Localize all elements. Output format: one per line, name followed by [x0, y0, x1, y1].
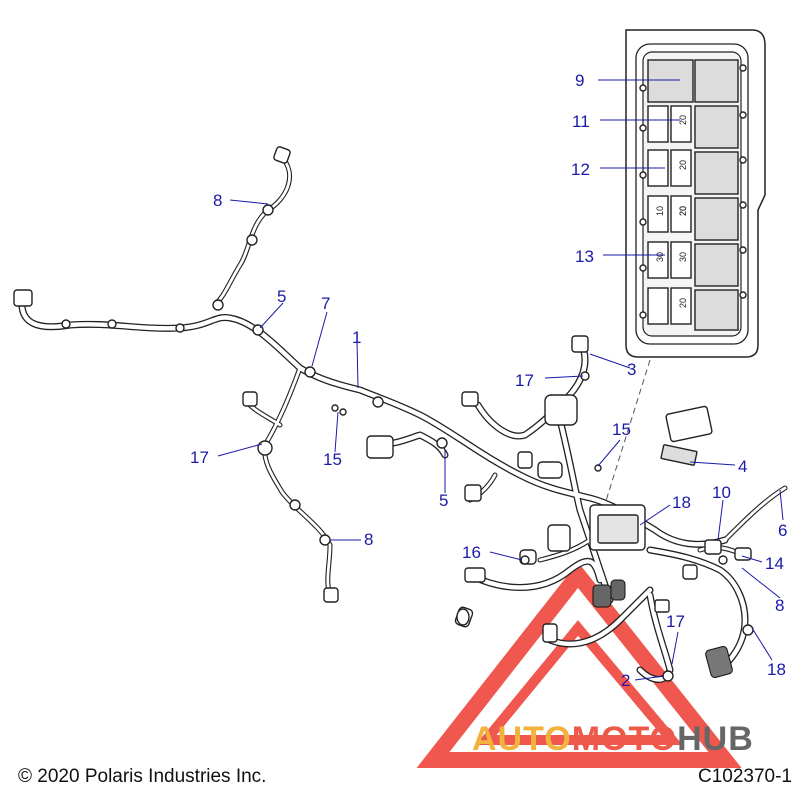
harness-connectors — [13, 146, 752, 678]
harness-wire-core — [213, 153, 291, 307]
callout-18-mid: 18 — [672, 493, 691, 512]
harness-wire — [212, 152, 293, 308]
watermark-hub: HUB — [677, 720, 754, 758]
callout-8-left: 8 — [364, 530, 373, 549]
harness-wire-core — [637, 592, 673, 682]
figure-id-text: C102370-1 — [697, 766, 792, 787]
svg-text:AUTOMOTOHUB: AUTOMOTOHUB — [472, 720, 754, 758]
fuse-amp-label: 20 — [678, 206, 688, 216]
callout-13: 13 — [575, 247, 594, 266]
fuse-box-cover — [665, 405, 713, 443]
watermark-logo: AUTOMOTOHUB — [472, 720, 754, 758]
harness-wires — [18, 152, 788, 683]
callout-9: 9 — [575, 71, 584, 90]
callout-8-right: 8 — [775, 596, 784, 615]
watermark-auto: AUTO — [472, 720, 572, 758]
callout-5-mid: 5 — [439, 491, 448, 510]
fuse-amp-label: 20 — [678, 115, 688, 125]
callout-7: 7 — [321, 294, 330, 313]
callout-leaders — [217, 79, 784, 681]
watermark-moto: MOTO — [572, 720, 677, 758]
harness-wire-core — [723, 486, 787, 542]
watermark-triangle-icon — [416, 562, 742, 768]
fuse-amp-label: 20 — [678, 160, 688, 170]
fuse-box-cells — [639, 59, 747, 331]
callout-17-top: 17 — [515, 371, 534, 390]
harness-wire-core — [467, 559, 603, 590]
callout-17-lower: 17 — [666, 612, 685, 631]
harness-wire-core — [538, 538, 592, 562]
harness-wire-core — [19, 297, 728, 547]
harness-wire-core — [557, 417, 613, 603]
fuse-amp-label: 10 — [655, 206, 665, 216]
callout-1: 1 — [352, 328, 361, 347]
callout-15-left: 15 — [323, 450, 342, 469]
callout-8-top: 8 — [213, 191, 222, 210]
callout-18-lower: 18 — [767, 660, 786, 679]
harness-wire-core — [647, 547, 748, 668]
callout-6: 6 — [778, 521, 787, 540]
callout-5-top: 5 — [277, 287, 286, 306]
callout-11: 11 — [572, 112, 590, 131]
callout-15-right: 15 — [612, 420, 631, 439]
callout-4: 4 — [738, 457, 747, 476]
fuse-amp-label: 30 — [678, 252, 688, 262]
callout-2: 2 — [621, 671, 630, 690]
fuse-amp-label: 20 — [678, 206, 688, 216]
fuse-amp-label: 30 — [655, 252, 665, 262]
copyright-text: © 2020 Polaris Industries Inc. — [18, 766, 267, 787]
callout-16: 16 — [462, 543, 481, 562]
inset-dashed-leader — [599, 359, 651, 521]
callout-10: 10 — [712, 483, 731, 502]
callout-17-left: 17 — [190, 448, 209, 467]
callout-3: 3 — [627, 360, 636, 379]
harness-clips — [61, 204, 754, 682]
callout-labels: 9 11 12 13 8 5 7 1 17 3 17 15 15 5 4 10 … — [190, 71, 787, 690]
harness-wire-core — [547, 587, 653, 647]
harness-wire-core — [263, 366, 332, 597]
callout-14: 14 — [765, 554, 784, 573]
fuse-amp-label: 20 — [678, 298, 688, 308]
callout-12: 12 — [571, 160, 590, 179]
